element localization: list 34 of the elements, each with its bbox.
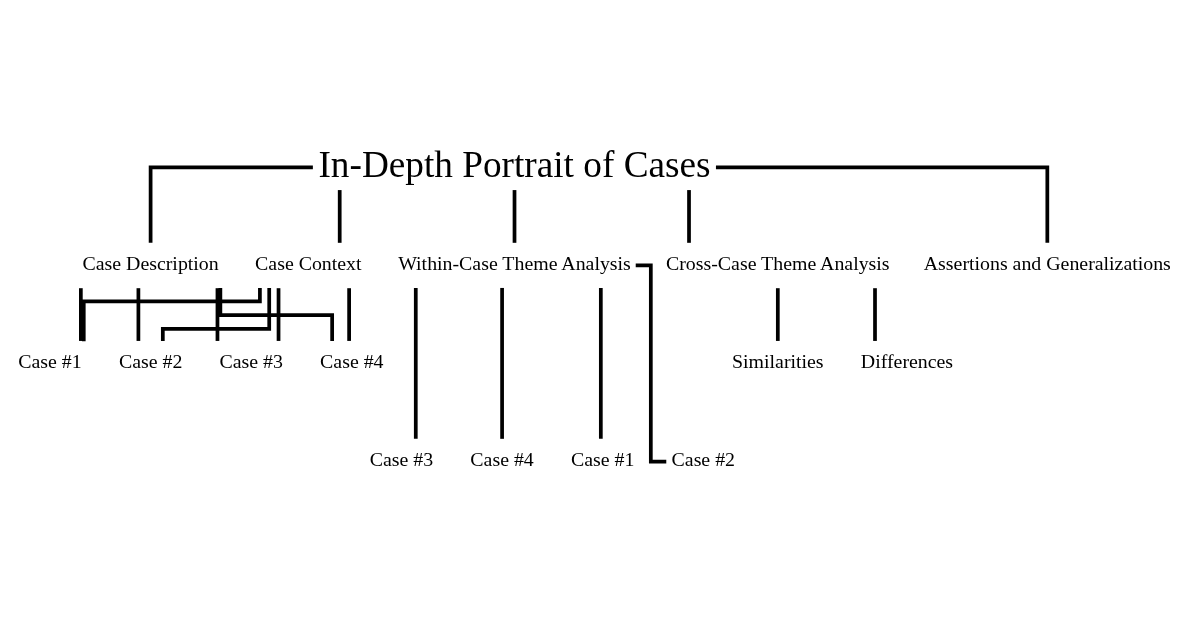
- node-text: Cross-Case Theme Analysis: [666, 251, 890, 274]
- node-text: Similarities: [732, 349, 824, 372]
- node-text: Case #3: [219, 349, 283, 372]
- connector: [598, 287, 603, 439]
- node-text: Assertions and Generalizations: [923, 251, 1171, 274]
- node-text: Case #2: [671, 447, 736, 470]
- node-text: Case #4: [470, 447, 534, 470]
- node-text: Case #2: [118, 349, 183, 372]
- connector: [79, 287, 83, 341]
- node-text: Case #3: [369, 447, 434, 470]
- connector: [413, 287, 418, 439]
- connector: [148, 164, 313, 243]
- connector: [873, 287, 877, 341]
- connector: [500, 287, 504, 439]
- connector: [215, 287, 220, 341]
- node-text: Differences: [860, 349, 954, 372]
- connector: [81, 287, 262, 341]
- node-text: Case #1: [570, 447, 635, 470]
- node-text: Case #1: [18, 349, 82, 372]
- connector: [687, 189, 691, 243]
- connector: [775, 287, 780, 341]
- connector: [337, 189, 342, 243]
- node-text: Within-Case Theme Analysis: [398, 251, 631, 274]
- connector: [160, 287, 272, 341]
- connector: [276, 287, 281, 341]
- connector: [218, 287, 334, 341]
- node-text: Case #4: [320, 349, 384, 372]
- node-text: Case Context: [255, 251, 362, 274]
- connector: [715, 164, 1050, 243]
- connector: [512, 189, 517, 243]
- node-text: In-Depth Portrait of Cases: [318, 143, 711, 185]
- connector: [136, 287, 141, 341]
- node-text: Case Description: [82, 251, 219, 274]
- connector: [347, 287, 351, 341]
